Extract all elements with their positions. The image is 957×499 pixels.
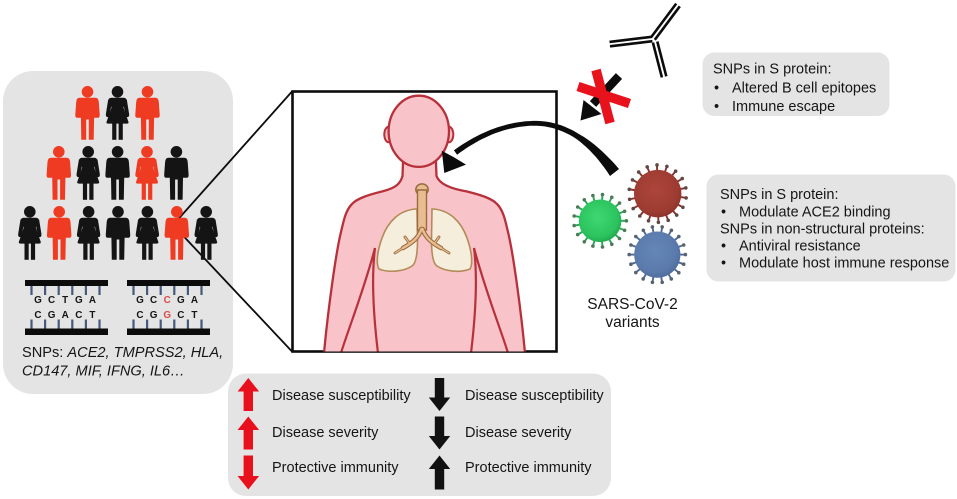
svg-text:SARS-CoV-2: SARS-CoV-2 [587, 296, 677, 313]
svg-text:C: C [34, 310, 41, 321]
svg-text:G: G [136, 295, 144, 306]
svg-text:Protective immunity: Protective immunity [465, 460, 592, 476]
svg-text:Modulate host immune response: Modulate host immune response [739, 256, 949, 272]
svg-text:Disease susceptibility: Disease susceptibility [272, 388, 411, 404]
svg-text:G: G [177, 295, 185, 306]
svg-text:C: C [75, 310, 82, 321]
svg-text:C: C [136, 310, 143, 321]
svg-text:T: T [89, 310, 95, 321]
svg-text:C: C [177, 310, 184, 321]
svg-text:Modulate ACE2 binding: Modulate ACE2 binding [739, 204, 891, 220]
svg-text:SNPs: ACE2, TMPRSS2, HLA,: SNPs: ACE2, TMPRSS2, HLA, [22, 345, 223, 361]
svg-text:C: C [48, 295, 55, 306]
svg-text:Protective immunity: Protective immunity [272, 460, 399, 476]
svg-text:Disease severity: Disease severity [465, 425, 572, 441]
svg-text:•: • [714, 81, 719, 97]
svg-text:A: A [89, 295, 96, 306]
svg-text:G: G [75, 295, 83, 306]
svg-text:G: G [163, 310, 171, 321]
svg-text:•: • [721, 239, 726, 255]
svg-text:A: A [191, 295, 198, 306]
svg-text:Disease severity: Disease severity [272, 425, 379, 441]
svg-text:Antiviral resistance: Antiviral resistance [739, 239, 861, 255]
svg-text:C: C [150, 295, 157, 306]
svg-text:Disease susceptibility: Disease susceptibility [465, 388, 604, 404]
svg-text:Immune escape: Immune escape [732, 99, 835, 115]
svg-text:Altered B cell epitopes: Altered B cell epitopes [732, 81, 876, 97]
svg-text:G: G [48, 310, 56, 321]
svg-text:SNPs in non-structural protein: SNPs in non-structural proteins: [720, 221, 925, 237]
svg-text:•: • [714, 99, 719, 115]
svg-text:G: G [150, 310, 158, 321]
svg-text:•: • [721, 256, 726, 272]
svg-text:G: G [34, 295, 42, 306]
svg-text:CD147, MIF, IFNG, IL6…: CD147, MIF, IFNG, IL6… [22, 364, 185, 380]
svg-text:•: • [721, 204, 726, 220]
svg-text:A: A [62, 310, 69, 321]
svg-text:T: T [191, 310, 197, 321]
svg-text:SNPs in S protein:: SNPs in S protein: [713, 62, 831, 78]
svg-text:T: T [62, 295, 68, 306]
svg-text:C: C [164, 295, 171, 306]
svg-text:SNPs in S protein:: SNPs in S protein: [720, 187, 838, 203]
svg-text:variants: variants [605, 314, 660, 331]
